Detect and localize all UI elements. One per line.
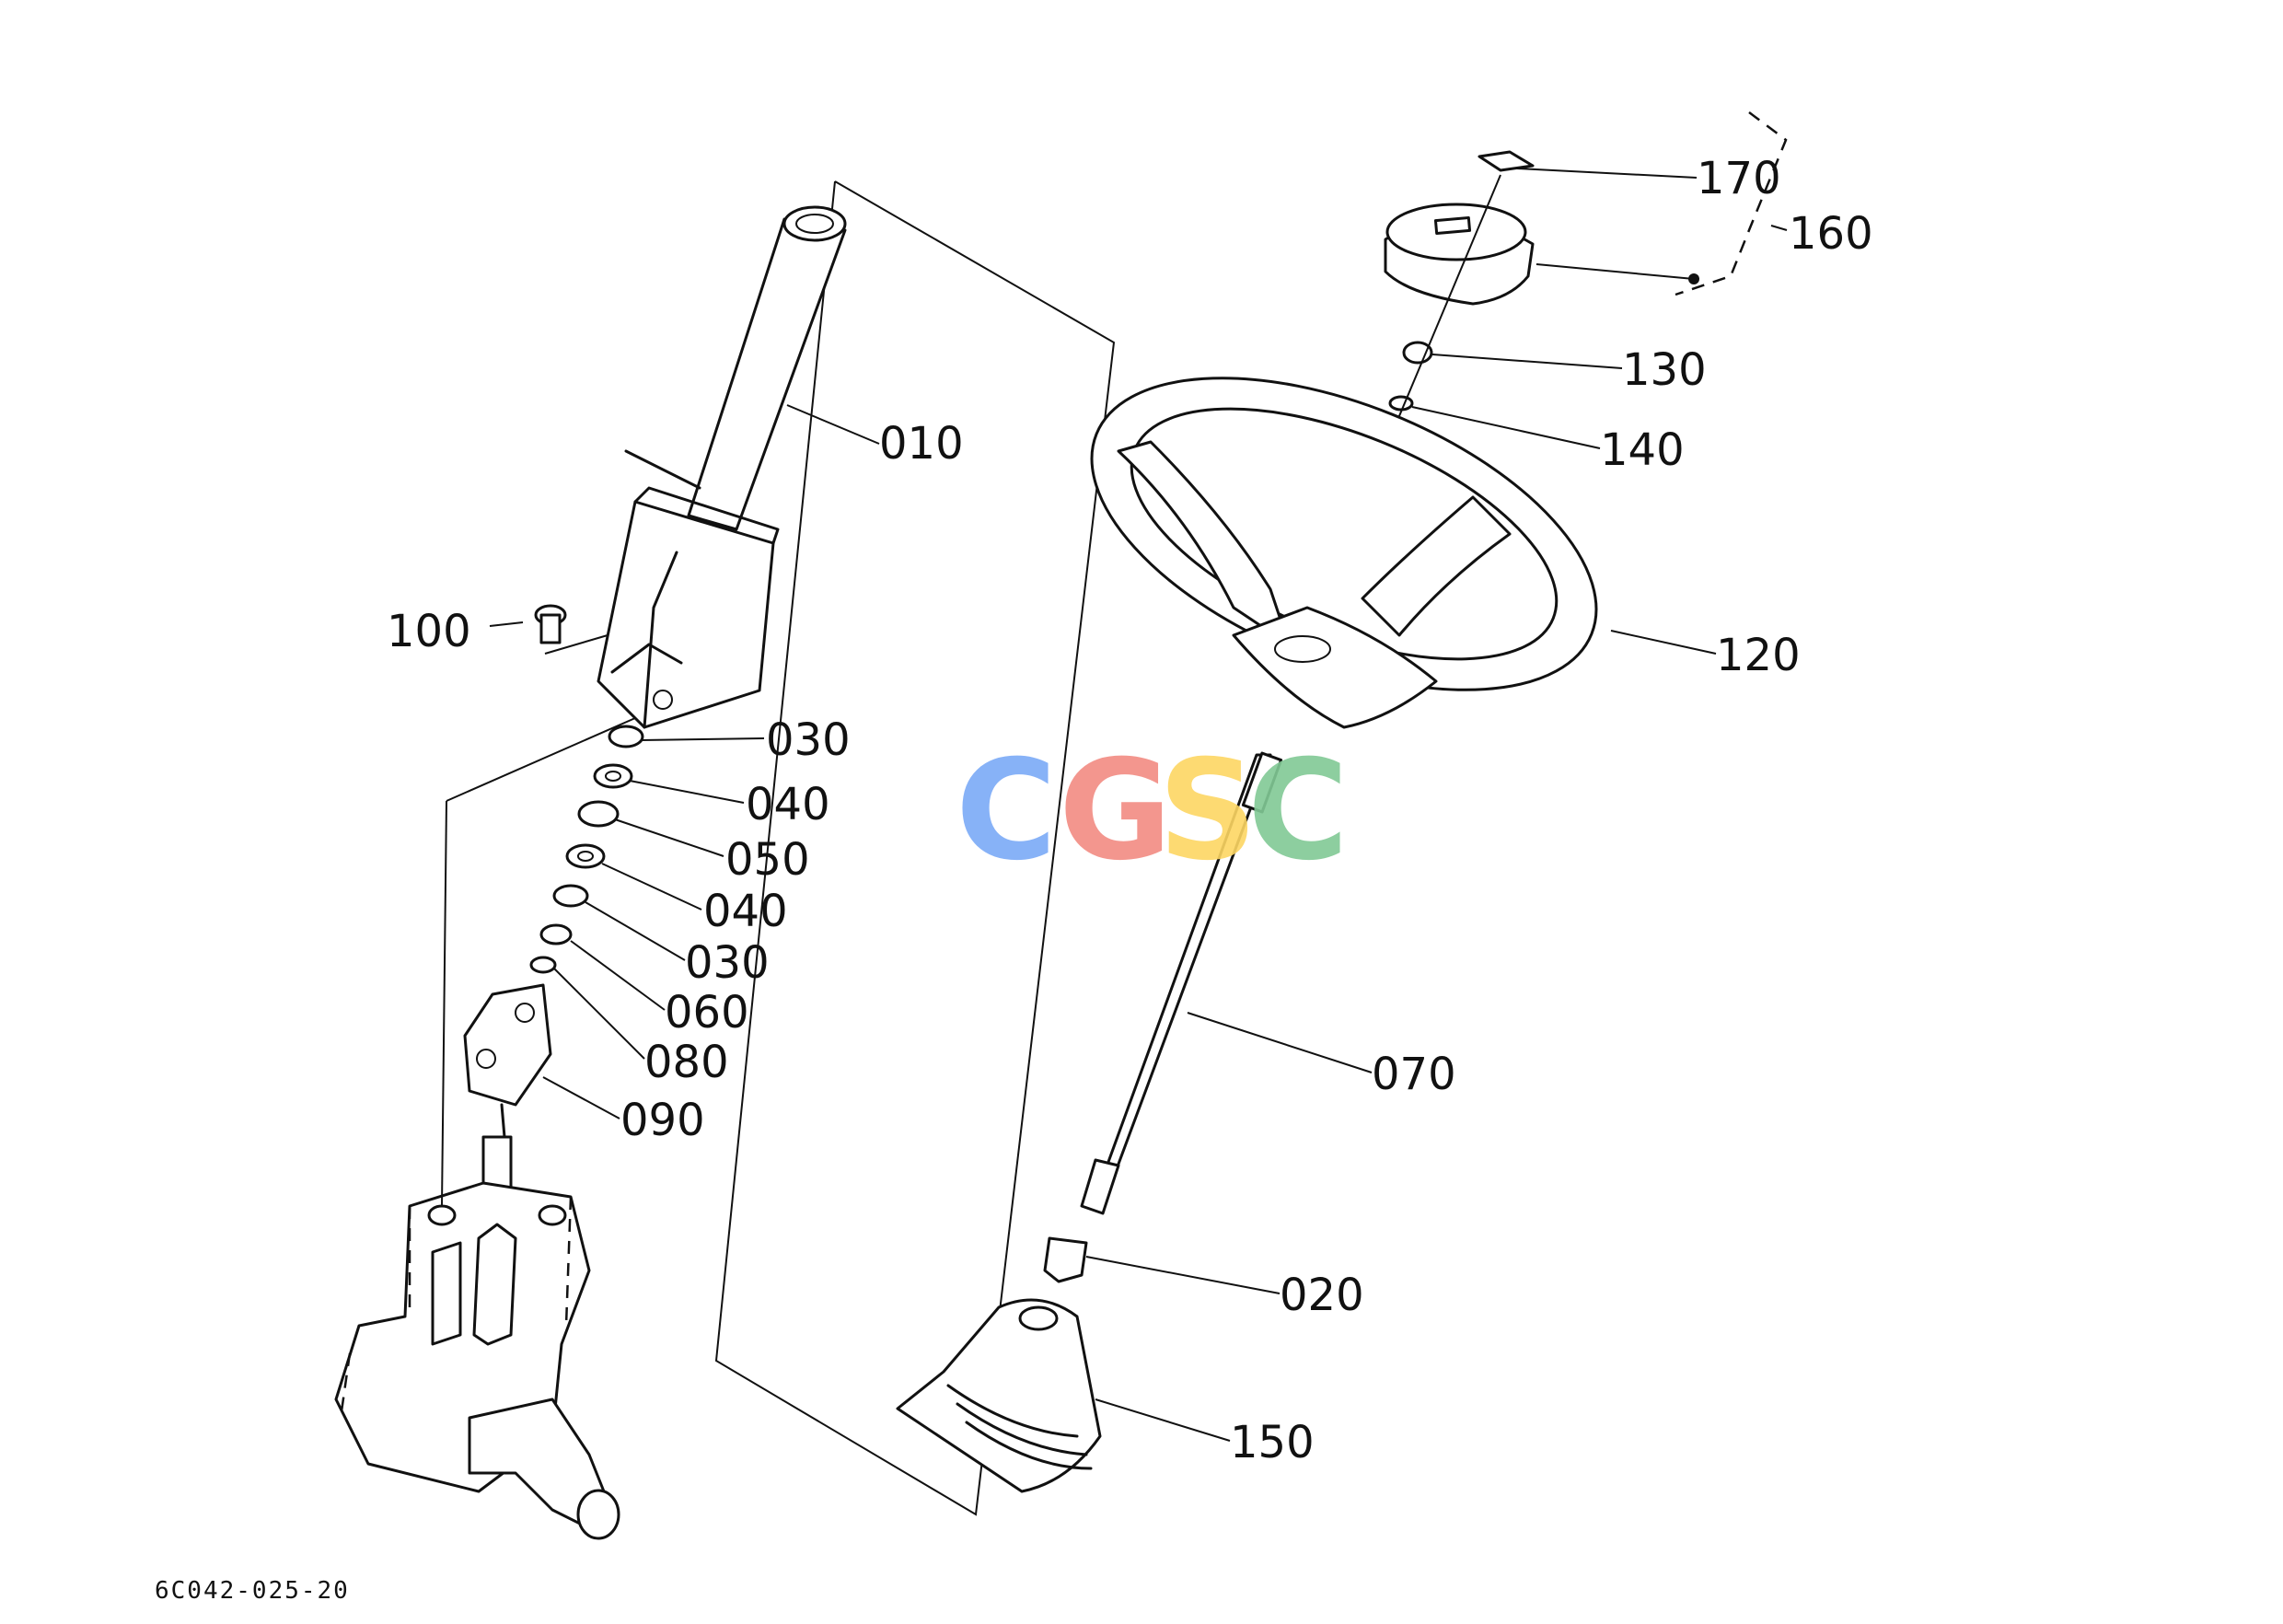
rubber-boot [896,1298,1102,1493]
part-label-100: 100 [387,606,471,657]
leader-lines [489,168,1788,1442]
steering-wheel-assembly [896,111,1788,1493]
part-label-010: 010 [879,418,964,470]
part-label-030: 030 [766,714,851,766]
column-bracket [597,449,780,729]
part-label-020: 020 [1280,1270,1364,1321]
emblem-sticker [1478,150,1535,172]
steering-column-assembly [334,180,1116,1540]
part-label-040: 040 [746,779,830,830]
center-cap [1384,111,1788,306]
part-label-140: 140 [1600,424,1685,476]
part-label-150: 150 [1230,1417,1315,1468]
watermark-letter: C [956,731,1057,891]
watermark-logo: C G S C [956,731,1349,891]
part-label-120: 120 [1716,630,1801,681]
part-label-130: 130 [1622,344,1707,396]
column-tube [687,205,847,531]
part-label-080: 080 [644,1037,729,1088]
part-label-170: 170 [1697,153,1781,204]
bolt-part-100 [534,604,608,655]
figure-code: 6C042-025-20 [155,1577,350,1605]
part-label-030: 030 [685,937,770,989]
washer-stack [529,725,644,974]
washer-part-140 [1388,395,1414,412]
nut-part-130 [1402,341,1433,365]
part-label-050: 050 [725,834,810,886]
part-labels: 010 100 030 040 050 040 030 060 080 090 … [387,153,1873,1468]
bushing-part-020 [1043,1236,1088,1283]
watermark-letter: S [1158,731,1257,891]
universal-joint [463,983,552,1139]
part-label-160: 160 [1789,208,1873,260]
part-label-060: 060 [665,987,749,1038]
part-label-040: 040 [703,886,788,937]
watermark-letter: C [1247,731,1349,891]
steering-shaft [1080,751,1283,1215]
watermark-letter: G [1059,731,1172,891]
part-label-090: 090 [620,1095,705,1146]
steering-wheel [1090,377,1598,729]
steering-gearbox [334,717,636,1540]
part-label-070: 070 [1372,1049,1456,1100]
